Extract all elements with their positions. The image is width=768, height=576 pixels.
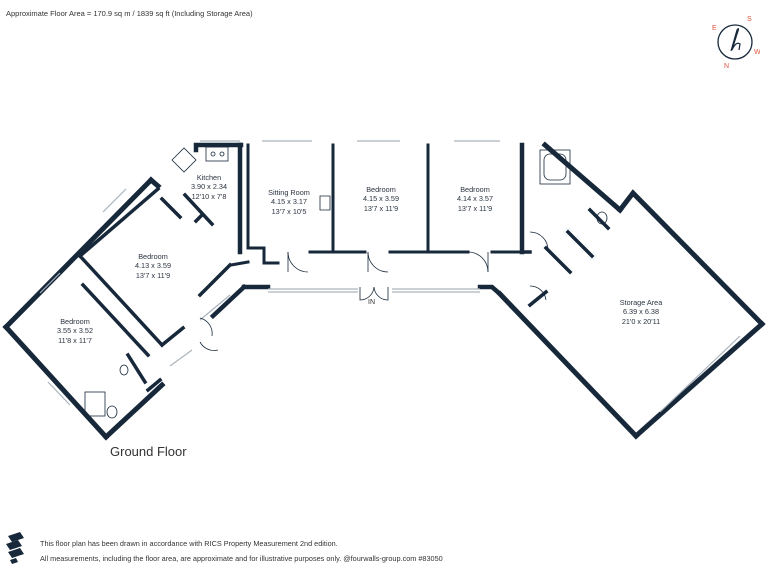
floor-label: Ground Floor <box>110 444 187 459</box>
fixtures <box>84 146 608 419</box>
middle-partitions <box>229 143 524 267</box>
floor-area-caption: Approximate Floor Area = 170.9 sq m / 18… <box>6 9 253 18</box>
footer-disclaimer: This floor plan has been drawn in accord… <box>40 536 443 566</box>
left-wing-walls <box>2 176 166 441</box>
compass-e: E <box>712 25 717 32</box>
right-wing-walls <box>496 141 766 440</box>
fourwalls-logo <box>6 532 24 564</box>
compass-n: N <box>724 63 729 70</box>
footer-line-1: This floor plan has been drawn in accord… <box>40 539 338 548</box>
compass-s: S <box>747 16 752 23</box>
right-wing-partitions <box>520 207 611 308</box>
left-wing-partitions <box>77 186 233 393</box>
entrance-label: IN <box>368 299 375 306</box>
compass-logo: E S W N <box>712 16 760 70</box>
footer-line-2: All measurements, including the floor ar… <box>40 554 443 563</box>
corridor-wall <box>209 283 504 320</box>
compass-w: W <box>754 49 760 56</box>
windows <box>39 140 741 413</box>
door-swings <box>199 231 549 351</box>
middle-block-walls <box>193 142 525 255</box>
